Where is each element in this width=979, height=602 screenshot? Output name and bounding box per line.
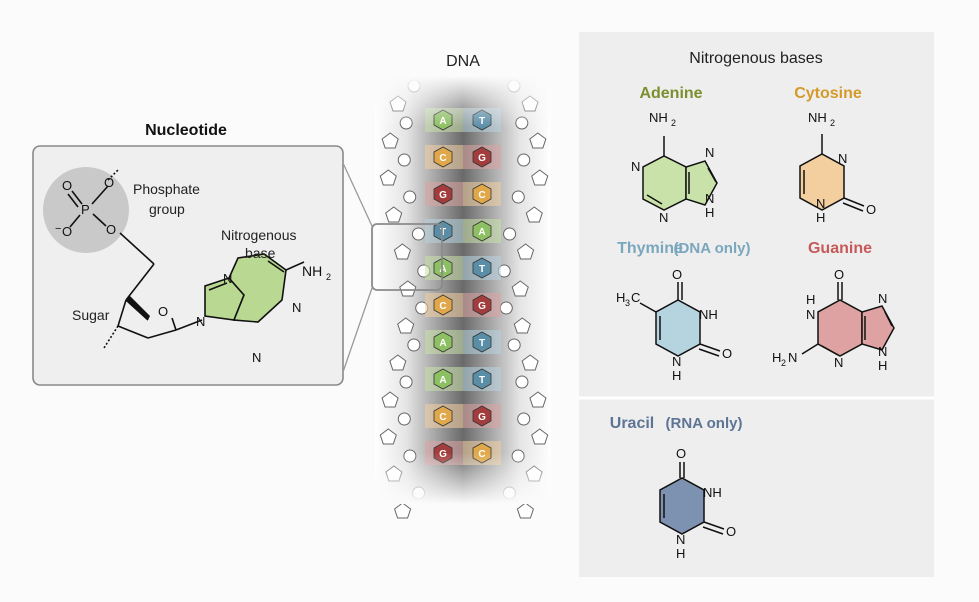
guanine-h1: H — [806, 292, 815, 307]
thymine-o2: O — [722, 346, 732, 361]
zoom-highlight-box — [371, 223, 443, 291]
zoom-connectors — [342, 162, 373, 373]
adenine-nh2-sub: 2 — [671, 118, 676, 128]
cytosine-n3: N — [838, 151, 847, 166]
atom-n1: N — [292, 300, 301, 315]
uracil-ring — [659, 477, 705, 535]
cytosine-o2: O — [866, 202, 876, 217]
adenine-n9: N — [705, 191, 714, 206]
dna-helix: DNA ATCGGCTAATCGATATCGGC — [371, 53, 551, 519]
atom-n3: N — [252, 350, 261, 365]
label-base: base — [245, 245, 276, 261]
guanine-n3: N — [834, 355, 843, 370]
label-nitrogenous: Nitrogenous — [221, 227, 297, 243]
thymine-h3c-sub: 3 — [625, 298, 630, 308]
adenine-n3: N — [659, 210, 668, 225]
guanine-five-ring — [861, 305, 895, 351]
cytosine-nh2: NH — [808, 110, 827, 125]
guanine-h2n-n: N — [788, 350, 797, 365]
dna-title: DNA — [446, 53, 480, 70]
atom-o-top: O — [62, 178, 72, 193]
adenine-n7: N — [705, 145, 714, 160]
uracil-n1: N — [676, 532, 685, 547]
guanine-o6: O — [834, 267, 844, 282]
atom-o-minus: O — [62, 224, 72, 239]
guanine-n9: N — [878, 344, 887, 359]
thymine-h1: H — [672, 368, 681, 383]
nucleotide-title: Nucleotide — [145, 122, 227, 139]
atom-p: P — [81, 202, 90, 217]
cytosine-label: Cytosine — [794, 85, 862, 102]
thymine-n1: N — [672, 354, 681, 369]
guanine-h2n-sub: 2 — [781, 358, 786, 368]
bases-panel-background — [579, 32, 934, 577]
atom-o-ester: O — [106, 222, 116, 237]
bases-title: Nitrogenous bases — [689, 50, 822, 67]
bases-panel: Nitrogenous bases Adenine NH 2 N N N N H… — [579, 32, 934, 577]
thymine-h3c-c: C — [631, 290, 640, 305]
guanine-label: Guanine — [808, 240, 872, 257]
uracil-label: Uracil — [610, 415, 654, 432]
adenine-h9: H — [705, 205, 714, 220]
uracil-h1: H — [676, 546, 685, 561]
thymine-o4: O — [672, 267, 682, 282]
adenine-label: Adenine — [639, 85, 702, 102]
cytosine-h1: H — [816, 210, 825, 225]
atom-n7: N — [223, 271, 232, 286]
phosphate-circle — [43, 167, 129, 253]
thymine-ring — [655, 299, 701, 357]
minus-sign: − — [55, 223, 61, 235]
guanine-n7: N — [878, 291, 887, 306]
thymine-label: Thymine — [617, 240, 683, 257]
cytosine-n1: N — [816, 196, 825, 211]
label-group: group — [149, 201, 185, 217]
adenine-nh2: NH — [649, 110, 668, 125]
uracil-o2: O — [726, 524, 736, 539]
sugar-node — [516, 502, 535, 519]
label-phosphate: Phosphate — [133, 181, 200, 197]
guanine-h9: H — [878, 358, 887, 373]
adenine-six-ring — [642, 155, 687, 211]
thymine-h3c-h: H — [616, 290, 625, 305]
uracil-note: (RNA only) — [666, 415, 743, 432]
cytosine-nh2-sub: 2 — [830, 118, 835, 128]
adenine-five-ring — [685, 160, 718, 206]
atom-o-right: O — [104, 175, 114, 190]
thymine-nh3: NH — [699, 307, 718, 322]
atom-o-ring: O — [158, 304, 168, 319]
label-sugar: Sugar — [72, 307, 110, 323]
uracil-nh3: NH — [703, 485, 722, 500]
guanine-n1: N — [806, 307, 815, 322]
adenine-n1: N — [631, 159, 640, 174]
nucleotide-panel: Nucleotide — [32, 122, 344, 386]
atom-nh2: NH — [302, 263, 322, 279]
atom-nh2-sub: 2 — [326, 272, 331, 282]
atom-n9: N — [196, 314, 205, 329]
thymine-note: (DNA only) — [674, 240, 751, 257]
sugar-node — [393, 502, 412, 519]
guanine-h2n-h: H — [772, 350, 781, 365]
uracil-o4: O — [676, 446, 686, 461]
sugar-wedge — [126, 296, 150, 320]
